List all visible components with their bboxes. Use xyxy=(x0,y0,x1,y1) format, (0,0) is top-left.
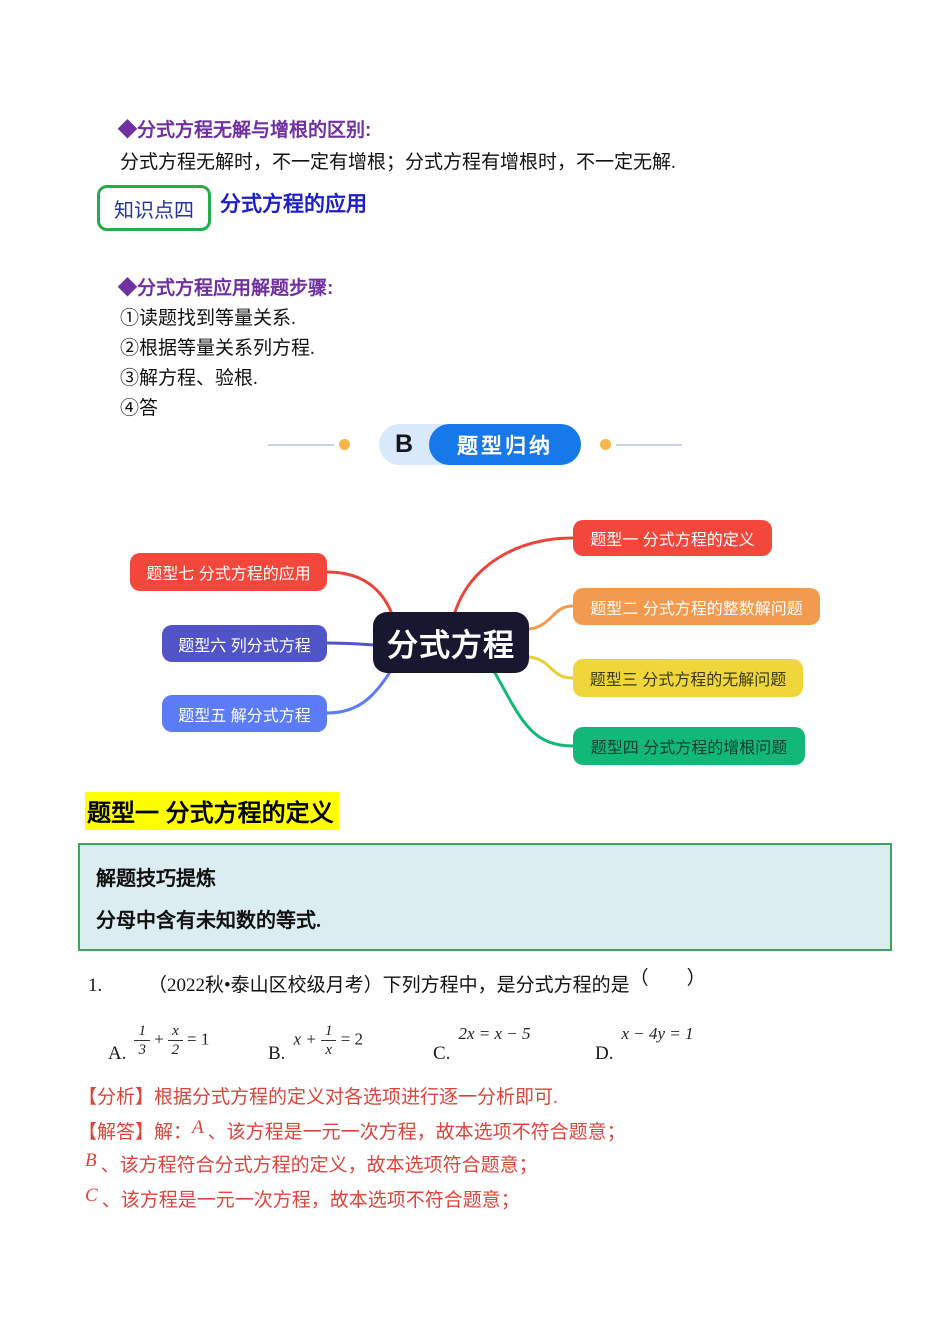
option-b-label: B. xyxy=(268,1043,286,1064)
question-paren: （ ） xyxy=(629,968,706,989)
step-item: ②根据等量关系列方程. xyxy=(120,338,315,359)
branch-line-indigo xyxy=(325,641,378,647)
branch-line-orange xyxy=(527,604,575,631)
option-c-label: C. xyxy=(433,1043,451,1064)
question-stem: （2022秋•泰山区校级月考）下列方程中，是分式方程的是 xyxy=(148,975,630,996)
question-number: 1. xyxy=(88,975,103,996)
step-item: ①读题找到等量关系. xyxy=(120,308,296,329)
formula-prefix: x + xyxy=(293,1028,317,1048)
banner-pill: B 题型归纳 xyxy=(379,424,581,465)
answer-line-a: 【解答】解：A、该方程是一元一次方程，故本选项不符合题意； xyxy=(78,1117,626,1144)
mindmap-node-type2: 题型二 分式方程的整数解问题 xyxy=(573,588,820,625)
mindmap: 分式方程 题型一 分式方程的定义 题型二 分式方程的整数解问题 题型三 分式方程… xyxy=(0,505,950,780)
fraction-denominator: 2 xyxy=(171,1041,180,1058)
equals-part: = 2 xyxy=(340,1028,364,1048)
mindmap-node-type6: 题型六 列分式方程 xyxy=(162,625,327,662)
banner-right-dot xyxy=(600,439,611,450)
steps-heading: ◆分式方程应用解题步骤: xyxy=(118,278,334,299)
fraction-numerator: x xyxy=(168,1022,183,1041)
branch-line-blue xyxy=(325,670,392,715)
branch-line-yellow xyxy=(527,655,575,680)
branch-line-red xyxy=(453,536,575,614)
section-heading: 题型一 分式方程的定义 xyxy=(85,792,339,830)
fraction-denominator: 3 xyxy=(138,1041,146,1058)
option-d-formula: x − 4y = 1 xyxy=(621,1024,694,1043)
answer-line-c: C、该方程是一元一次方程，故本选项不符合题意； xyxy=(85,1185,520,1212)
branch-line-green xyxy=(493,671,575,748)
operator: + xyxy=(154,1028,164,1048)
tips-body: 分母中含有未知数的等式. xyxy=(96,909,321,932)
steps-list: ①读题找到等量关系. ②根据等量关系列方程. ③解方程、验根. ④答 xyxy=(120,303,315,423)
banner-right-rule xyxy=(616,443,682,446)
fraction-denominator: x xyxy=(325,1041,333,1058)
answer-line-b: B、该方程符合分式方程的定义，故本选项符合题意； xyxy=(85,1150,538,1177)
fraction-numerator: 1 xyxy=(320,1022,337,1041)
knowledge-point-badge: 知识点四 xyxy=(97,185,211,231)
section-banner: B 题型归纳 xyxy=(0,424,950,465)
difference-heading: ◆分式方程无解与增根的区别: xyxy=(118,120,372,141)
knowledge-point-title: 分式方程的应用 xyxy=(220,193,367,216)
mindmap-node-type1: 题型一 分式方程的定义 xyxy=(573,520,772,556)
answer-letter-a: A xyxy=(192,1117,204,1138)
fraction-numerator: 1 xyxy=(134,1022,150,1041)
mindmap-branches xyxy=(325,536,575,748)
step-item: ③解方程、验根. xyxy=(120,368,258,389)
answer-letter-b: B xyxy=(85,1150,97,1171)
option-d: D. x − 4y = 1 xyxy=(595,1015,694,1065)
analysis-line: 【分析】根据分式方程的定义对各选项进行逐一分析即可. xyxy=(78,1087,558,1108)
mindmap-node-type5: 题型五 解分式方程 xyxy=(162,695,327,732)
question-1: 1. （2022秋•泰山区校级月考）下列方程中，是分式方程的是（ ） xyxy=(88,968,706,997)
answer-text-c: 、该方程是一元一次方程，故本选项不符合题意； xyxy=(101,1190,520,1211)
answer-text-b: 、该方程符合分式方程的定义，故本选项符合题意； xyxy=(100,1155,538,1176)
answer-text-a: 、该方程是一元一次方程，故本选项不符合题意； xyxy=(207,1122,626,1143)
option-a-label: A. xyxy=(108,1043,127,1064)
equals-part: = 1 xyxy=(187,1028,210,1048)
branch-line-red-left xyxy=(325,570,394,616)
answer-label: 【解答】解： xyxy=(78,1122,193,1143)
knowledge-point-badge-label: 知识点四 xyxy=(114,199,194,222)
tips-title: 解题技巧提炼 xyxy=(96,867,216,890)
banner-left-dot xyxy=(339,439,350,450)
option-c-formula: 2x = x − 5 xyxy=(458,1024,531,1043)
step-item: ④答 xyxy=(120,398,159,419)
mindmap-node-type7: 题型七 分式方程的应用 xyxy=(130,553,327,591)
banner-letter: B xyxy=(394,430,414,458)
tips-box: 解题技巧提炼 分母中含有未知数的等式. xyxy=(78,843,892,951)
mindmap-center-node: 分式方程 xyxy=(373,612,529,673)
banner-label: 题型归纳 xyxy=(429,424,581,465)
mindmap-node-type3: 题型三 分式方程的无解问题 xyxy=(573,659,803,697)
answer-letter-c: C xyxy=(85,1185,98,1206)
option-c: C. 2x = x − 5 xyxy=(433,1015,530,1065)
mindmap-node-type4: 题型四 分式方程的增根问题 xyxy=(573,727,805,765)
difference-body: 分式方程无解时，不一定有增根；分式方程有增根时，不一定无解. xyxy=(120,152,676,173)
option-d-label: D. xyxy=(595,1043,614,1064)
banner-left-rule xyxy=(268,443,334,446)
